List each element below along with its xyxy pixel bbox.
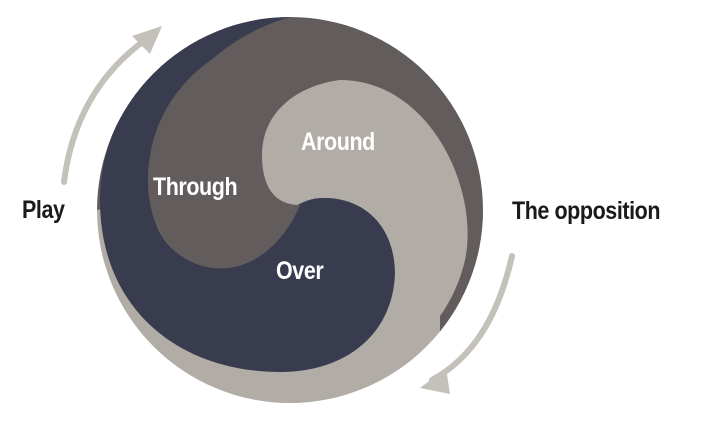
curved-arrow-up-icon (61, 26, 162, 185)
label-the-opposition: The opposition (512, 197, 661, 225)
label-play: Play (22, 196, 65, 224)
label-over: Over (276, 257, 324, 285)
curved-arrow-down-icon (420, 253, 515, 394)
label-through: Through (153, 173, 238, 201)
segment-dark-taupe-lobe (148, 30, 340, 269)
segment-navy (100, 17, 395, 372)
yin-yang-circle (97, 17, 483, 403)
segment-light-swirl (262, 80, 468, 377)
label-around: Around (301, 128, 375, 156)
